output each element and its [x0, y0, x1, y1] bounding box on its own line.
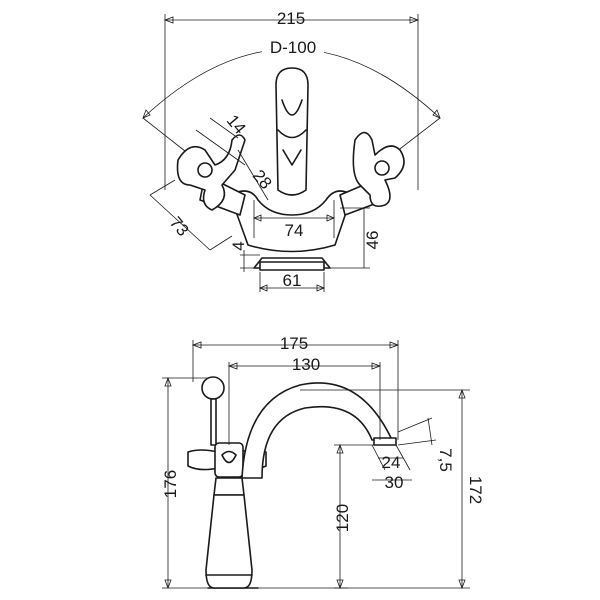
dimension-4: 4 [229, 241, 260, 272]
dimension-label-4: 4 [229, 241, 248, 250]
dimension-74: 74 [252, 200, 336, 240]
left-handle [176, 134, 246, 216]
dimension-176: 176 [161, 376, 208, 590]
dimension-61: 61 [258, 271, 326, 292]
dimension-label-120: 120 [333, 504, 352, 532]
faucet-body-side [205, 477, 253, 589]
dimension-label-74: 74 [285, 221, 304, 240]
dimension-120: 120 [333, 443, 376, 590]
dimension-label-172: 172 [466, 476, 485, 504]
dimension-label-130: 130 [292, 355, 320, 374]
dimension-label-24: 24 [382, 453, 401, 472]
top-view: 215 D-100 [142, 9, 441, 292]
dimension-label-30: 30 [385, 473, 404, 492]
dimension-label-14: 14 [223, 111, 250, 138]
right-handle [339, 131, 405, 216]
dimension-label-73: 73 [166, 213, 193, 240]
dimension-215: 215 [163, 9, 420, 190]
faucet-body-top [229, 190, 353, 271]
dimension-label-d100: D-100 [270, 38, 316, 57]
spout-side [241, 382, 397, 479]
dimension-label-28: 28 [249, 166, 276, 193]
dimension-label-215: 215 [277, 9, 305, 28]
dimension-d100-arc: D-100 [142, 37, 441, 156]
dimension-172: 172 [252, 388, 485, 590]
dimension-label-7-5: 7,5 [436, 448, 455, 472]
dimension-130: 130 [227, 355, 382, 445]
dimension-label-176: 176 [161, 470, 180, 498]
dimension-46: 46 [330, 207, 382, 269]
lever [201, 376, 225, 446]
dimension-label-61: 61 [283, 271, 302, 290]
dimension-label-46: 46 [363, 231, 382, 250]
dimension-aerator: 24 30 7,5 [371, 417, 455, 492]
dimension-label-175: 175 [280, 334, 308, 353]
spout-top [275, 67, 309, 196]
side-view: 175 130 176 120 [161, 334, 485, 590]
